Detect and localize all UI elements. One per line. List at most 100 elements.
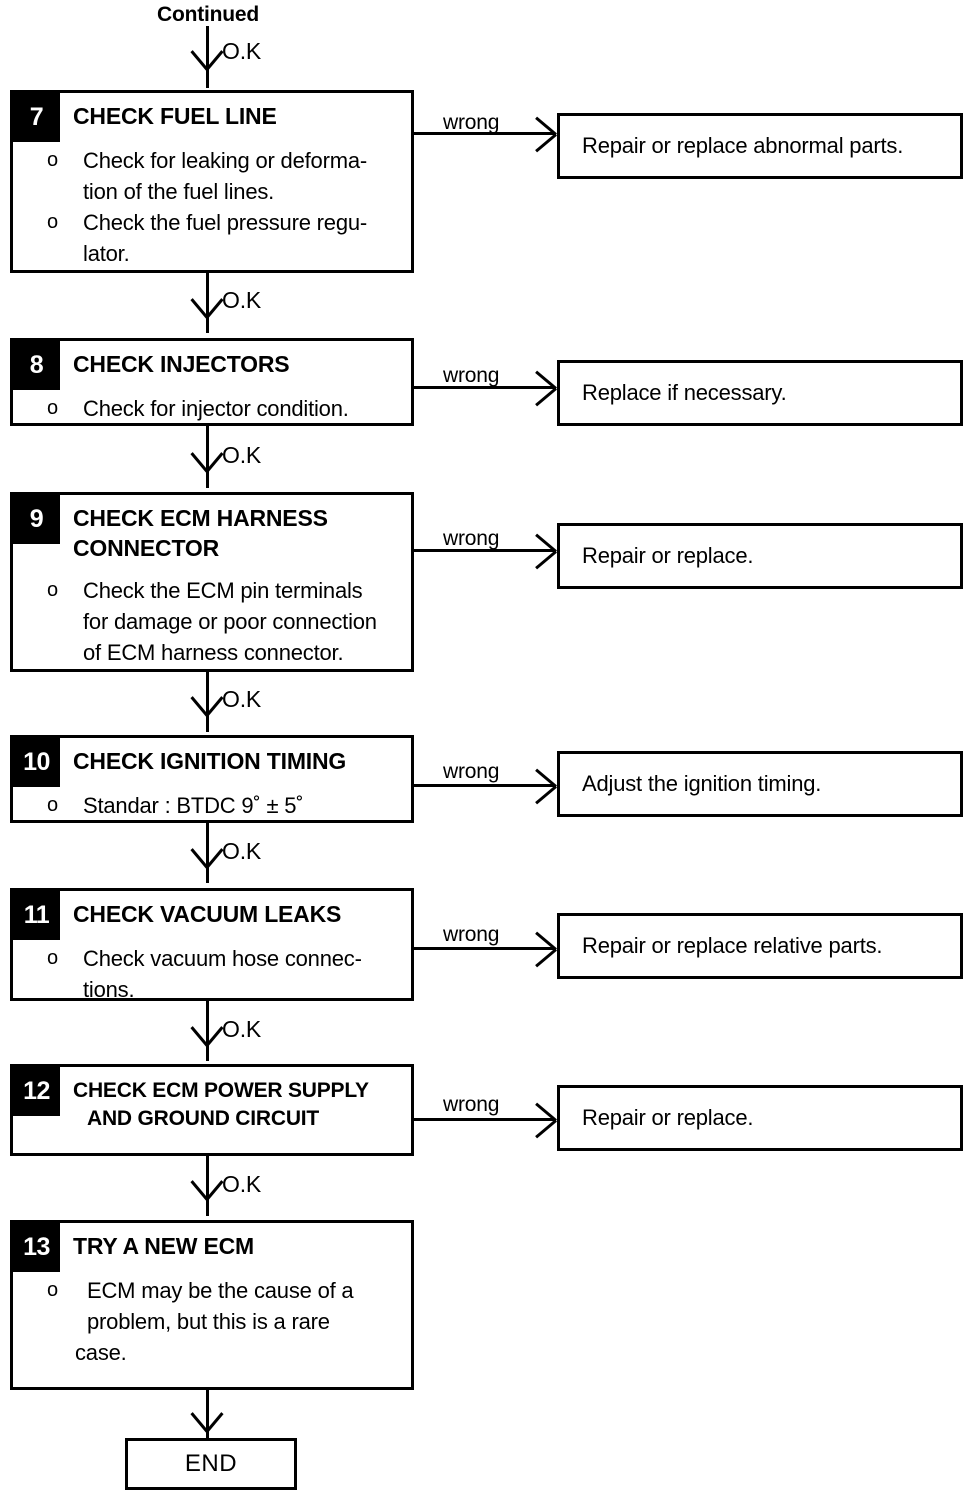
result-text-11: Repair or replace relative parts. — [582, 933, 883, 958]
step-box-12[interactable]: 12 CHECK ECM POWER SUPPLY AND GROUND CIR… — [10, 1064, 414, 1156]
branch-connector-9 — [414, 549, 554, 552]
step-title-9-line2: CONNECTOR — [73, 535, 220, 561]
connector-step13-to-end — [206, 1390, 209, 1448]
step-number-badge-8: 8 — [13, 341, 60, 390]
result-text-8: Replace if necessary. — [582, 380, 787, 405]
step-title-9: CHECK ECM HARNESS CONNECTOR — [73, 503, 405, 563]
bullet-text: Standar : BTDC 9˚ ± 5˚ — [83, 793, 304, 818]
step-title-10: CHECK IGNITION TIMING — [73, 748, 347, 774]
step-title-12-line1: CHECK ECM POWER SUPPLY — [73, 1079, 369, 1102]
bullet-text: Check for leaking or deforma- — [83, 148, 367, 173]
bullet-line: tions. — [13, 974, 411, 1005]
bullet-text: tions. — [83, 977, 135, 1002]
bullet-mark-icon: o — [47, 211, 58, 233]
branch-connector-11 — [414, 947, 554, 950]
bullet-mark-icon: o — [47, 397, 58, 419]
result-box-8[interactable]: Replace if necessary. — [557, 360, 963, 426]
bullet-line: o Check vacuum hose connec- — [13, 943, 411, 974]
ok-label-7: O.K — [222, 287, 262, 313]
bullet-mark-icon: o — [47, 149, 58, 171]
bullet-text: for damage or poor connection — [83, 609, 377, 634]
step-box-11[interactable]: 11 CHECK VACUUM LEAKS o Check vacuum hose… — [10, 888, 414, 1002]
step-box-10[interactable]: 10 CHECK IGNITION TIMING o Standar : BTDC… — [10, 735, 414, 823]
step-number-badge-7: 7 — [13, 93, 60, 142]
bullet-text: case. — [75, 1340, 127, 1365]
bullet-line: lator. — [13, 238, 411, 269]
step-title-13: TRY A NEW ECM — [73, 1233, 254, 1259]
bullet-line: problem, but this is a rare — [13, 1306, 411, 1337]
connector-step10-to-step11 — [206, 823, 209, 883]
result-text-7: Repair or replace abnormal parts. — [582, 133, 904, 158]
branch-connector-10 — [414, 784, 554, 787]
step-title-8: CHECK INJECTORS — [73, 351, 290, 377]
bullet-mark-icon: o — [47, 794, 58, 816]
step-number-badge-9: 9 — [13, 495, 60, 544]
step-number-badge-10: 10 — [13, 738, 60, 787]
result-box-11[interactable]: Repair or replace relative parts. — [557, 913, 963, 979]
step-box-9[interactable]: 9 CHECK ECM HARNESS CONNECTOR o Check the… — [10, 492, 414, 672]
result-box-7[interactable]: Repair or replace abnormal parts. — [557, 113, 963, 179]
bullet-line: o Check for injector condition. — [13, 393, 411, 424]
bullet-text: ECM may be the cause of a — [87, 1278, 354, 1303]
step-title-12-line2: AND GROUND CIRCUIT — [87, 1107, 320, 1130]
bullet-line: tion of the fuel lines. — [13, 176, 411, 207]
result-text-12: Repair or replace. — [582, 1105, 754, 1130]
ok-label-continued: O.K — [222, 38, 262, 64]
bullet-text: Check the fuel pressure regu- — [83, 210, 368, 235]
step-box-8[interactable]: 8 CHECK INJECTORS o Check for injector co… — [10, 338, 414, 426]
end-box[interactable]: END — [125, 1438, 297, 1490]
bullet-text: problem, but this is a rare — [87, 1309, 330, 1334]
bullet-line: o Standar : BTDC 9˚ ± 5˚ — [13, 790, 411, 821]
wrong-label-10: wrong — [443, 760, 500, 783]
step-title-7: CHECK FUEL LINE — [73, 103, 277, 129]
connector-continued-to-step7 — [206, 26, 209, 88]
wrong-label-9: wrong — [443, 527, 500, 550]
bullet-text: Check for injector condition. — [83, 396, 349, 421]
branch-connector-8 — [414, 386, 554, 389]
step-bullets-10: o Standar : BTDC 9˚ ± 5˚ — [13, 790, 411, 821]
continued-label: Continued — [157, 3, 260, 26]
bullet-mark-icon: o — [47, 947, 58, 969]
ok-label-8: O.K — [222, 442, 262, 468]
result-text-10: Adjust the ignition timing. — [582, 771, 822, 796]
bullet-text: Check the ECM pin terminals — [83, 578, 363, 603]
bullet-line: o Check the ECM pin terminals — [13, 575, 411, 606]
wrong-label-8: wrong — [443, 364, 500, 387]
step-number-badge-11: 11 — [13, 891, 60, 940]
bullet-line: of ECM harness connector. — [13, 637, 411, 668]
step-bullets-11: o Check vacuum hose connec- tions. — [13, 943, 411, 1005]
bullet-mark-icon: o — [47, 579, 58, 601]
result-box-9[interactable]: Repair or replace. — [557, 523, 963, 589]
step-bullets-9: o Check the ECM pin terminals for damage … — [13, 575, 411, 668]
connector-step11-to-step12 — [206, 1001, 209, 1061]
wrong-label-7: wrong — [443, 111, 500, 134]
step-title-12: CHECK ECM POWER SUPPLY AND GROUND CIRCUI… — [73, 1077, 405, 1133]
result-box-10[interactable]: Adjust the ignition timing. — [557, 751, 963, 817]
result-text-9: Repair or replace. — [582, 543, 754, 568]
bullet-text: of ECM harness connector. — [83, 640, 344, 665]
bullet-line: o Check for leaking or deforma- — [13, 145, 411, 176]
ok-label-12: O.K — [222, 1171, 262, 1197]
ok-label-11: O.K — [222, 1016, 262, 1042]
branch-connector-7 — [414, 132, 554, 135]
bullet-line: for damage or poor connection — [13, 606, 411, 637]
step-title-9-line1: CHECK ECM HARNESS — [73, 505, 328, 531]
result-box-12[interactable]: Repair or replace. — [557, 1085, 963, 1151]
step-title-11: CHECK VACUUM LEAKS — [73, 901, 342, 927]
bullet-text: Check vacuum hose connec- — [83, 946, 362, 971]
step-box-7[interactable]: 7 CHECK FUEL LINE o Check for leaking or … — [10, 90, 414, 273]
branch-connector-12 — [414, 1118, 554, 1121]
bullet-line: case. — [13, 1337, 411, 1368]
step-number-badge-13: 13 — [13, 1223, 60, 1272]
wrong-label-12: wrong — [443, 1093, 500, 1116]
bullet-text: lator. — [83, 241, 130, 266]
end-label: END — [184, 1450, 238, 1477]
connector-step9-to-step10 — [206, 672, 209, 732]
step-number-badge-12: 12 — [13, 1067, 60, 1116]
step-bullets-7: o Check for leaking or deforma- tion of t… — [13, 145, 411, 269]
ok-label-10: O.K — [222, 838, 262, 864]
connector-step8-to-step9 — [206, 426, 209, 488]
